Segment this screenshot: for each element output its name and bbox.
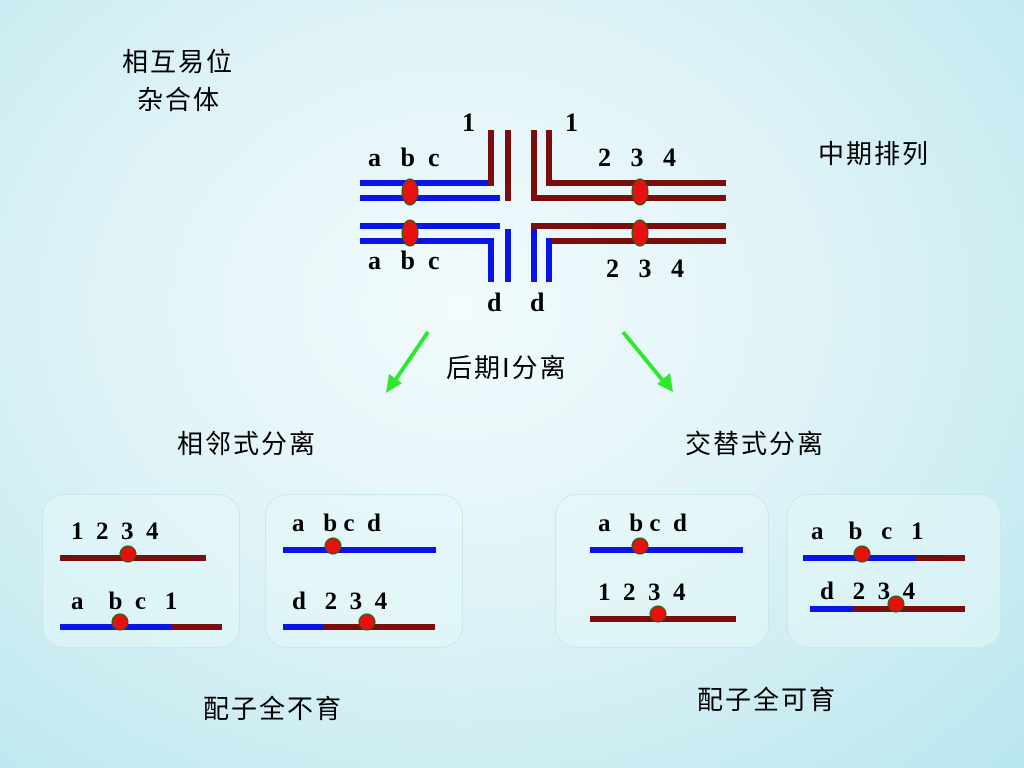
- panel-label: d 2 3 4: [292, 588, 388, 615]
- title-line2: 杂合体: [137, 86, 222, 116]
- cross-label: d: [530, 288, 545, 317]
- panel-label: a b c d: [292, 510, 381, 537]
- anaphase-label: 后期Ⅰ分离: [446, 354, 568, 384]
- cross-bar: [360, 238, 488, 244]
- panel-label: a b c 1: [811, 518, 924, 545]
- cross-bar: [531, 130, 537, 201]
- gamete-p1: [60, 545, 222, 631]
- panel-label: a b c 1: [71, 588, 178, 615]
- arrow-right-icon: [621, 330, 673, 392]
- cross-bar: [546, 238, 552, 282]
- adjacent-heading: 相邻式分离: [177, 430, 318, 460]
- centromere: [631, 178, 649, 206]
- cross-bar: [531, 223, 726, 229]
- panel-label: a b c d: [598, 510, 687, 537]
- cross-bar: [488, 238, 494, 282]
- adjacent-result: 配子全不育: [203, 695, 344, 725]
- cross-bar: [360, 223, 500, 229]
- cross-bar: [488, 130, 494, 186]
- title-line1: 相互易位: [122, 48, 235, 78]
- arrows: [386, 330, 673, 393]
- metaphase-label: 中期排列: [818, 140, 931, 170]
- centromere: [401, 178, 419, 206]
- cross-bar: [546, 130, 552, 186]
- cross-bar: [531, 229, 537, 282]
- cross-label: 1: [565, 108, 578, 137]
- cross-bar: [505, 229, 511, 282]
- arrow-left-icon: [386, 330, 430, 393]
- cross-bar: [531, 195, 726, 201]
- centromere: [631, 219, 649, 247]
- cross-label: d: [487, 288, 502, 317]
- pachytene-cross: [360, 130, 726, 282]
- gamete-p2: [283, 537, 436, 631]
- panel-adjacent-1: [42, 494, 240, 648]
- panel-label: 1 2 3 4: [598, 579, 686, 606]
- cross-label: 1: [462, 108, 475, 137]
- panel-alternate-2: [787, 494, 1001, 648]
- gamete-p4: [803, 545, 965, 613]
- panel-label: 1 2 3 4: [71, 518, 159, 545]
- cross-label: a b c: [368, 143, 440, 172]
- panel-label: d 2 3 4: [820, 578, 916, 605]
- cross-bar: [360, 195, 500, 201]
- cross-bar: [360, 180, 488, 186]
- alternate-heading: 交替式分离: [685, 430, 826, 460]
- cross-label: 2 3 4: [598, 143, 676, 172]
- alternate-result: 配子全可育: [697, 686, 838, 716]
- gamete-p3: [590, 537, 743, 623]
- cross-bar: [505, 130, 511, 201]
- panel-alternate-1: [555, 494, 769, 648]
- cross-label: a b c: [368, 246, 440, 275]
- cross-label: 2 3 4: [606, 254, 684, 283]
- centromere: [401, 219, 419, 247]
